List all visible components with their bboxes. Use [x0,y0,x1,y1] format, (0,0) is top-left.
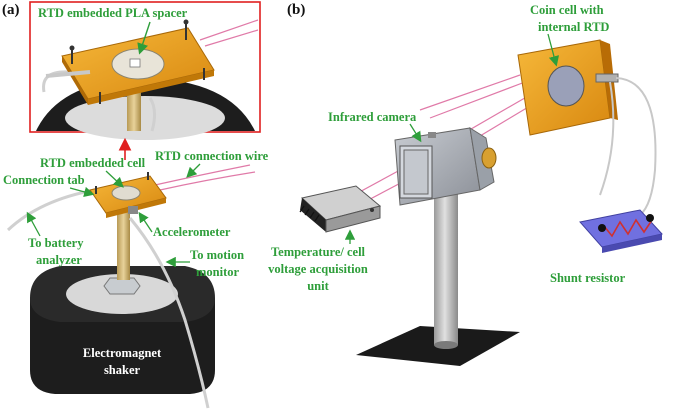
label-connection-tab: Connection tab [3,173,85,187]
label-motion-line2: monitor [196,265,240,279]
inset-rod [127,92,141,131]
label-shaker-line1: Electromagnet [83,346,162,360]
infrared-camera [394,126,497,206]
label-battery-line2: analyzer [36,253,82,267]
panel-a-label: (a) [2,2,20,18]
shaker-rod [117,212,130,280]
label-battery-line1: To battery [28,236,84,250]
label-rtd-wire: RTD connection wire [155,149,269,163]
label-daq-line3: unit [307,279,329,293]
daq-pins [299,205,320,222]
coin-cell-holder [517,39,619,136]
label-coin-line1: Coin cell with [530,3,604,17]
label-pla-spacer: RTD embedded PLA spacer [38,6,188,20]
rtd-embedded-cell [111,185,141,201]
label-shaker-line2: shaker [104,363,141,377]
acquisition-unit [299,185,382,233]
label-infrared-camera: Infrared camera [328,110,417,124]
infrared-camera-stand [356,190,520,366]
label-motion-line1: To motion [190,248,244,262]
label-daq-line2: voltage acquisition [268,262,368,276]
panel-b-label: (b) [287,2,305,18]
inset-spacer-view: RTD embedded PLA spacer [29,1,261,140]
shunt-resistor [579,209,663,253]
label-coin-line2: internal RTD [538,20,609,34]
label-rtd-cell: RTD embedded cell [40,156,146,170]
label-shunt-resistor: Shunt resistor [550,271,626,285]
shaker-label-box [65,340,180,380]
accelerometer-body [128,206,138,214]
coin-cell [547,65,585,107]
label-daq-line1: Temperature/ cell [271,245,366,259]
rtd-cell-assembly [89,172,167,218]
label-accelerometer: Accelerometer [153,225,231,239]
camera-pole [434,190,458,345]
